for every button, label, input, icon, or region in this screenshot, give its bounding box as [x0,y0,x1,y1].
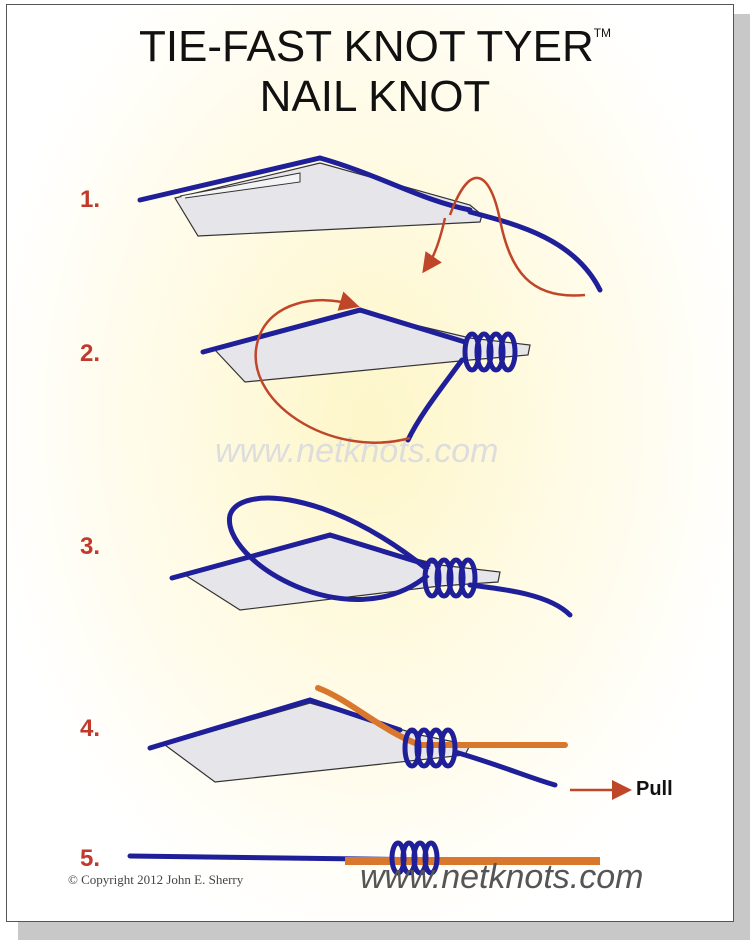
step-3-drawing [169,495,573,618]
title-text: TIE-FAST KNOT TYER [138,22,594,71]
pull-label: Pull [636,778,673,800]
title-line-1: TIE-FAST KNOT TYERTM [0,22,750,72]
step-5-drawing [127,840,600,876]
step-4-label: 4. [80,715,101,742]
step-4-drawing [147,685,632,800]
step-1-label: 1. [80,186,101,213]
step-2-drawing [200,291,531,444]
step-3-label: 3. [80,533,101,560]
title-line-2: NAIL KNOT [259,72,491,121]
watermark: www.netknots.com [215,432,499,470]
step-1-drawing [137,155,603,297]
website-url: www.netknots.com [360,858,644,896]
copyright: © Copyright 2012 John E. Sherry [68,872,244,887]
step-2-label: 2. [80,340,101,367]
step-5-label: 5. [80,845,101,872]
diagram-card [6,4,734,922]
trademark: TM [593,26,612,40]
